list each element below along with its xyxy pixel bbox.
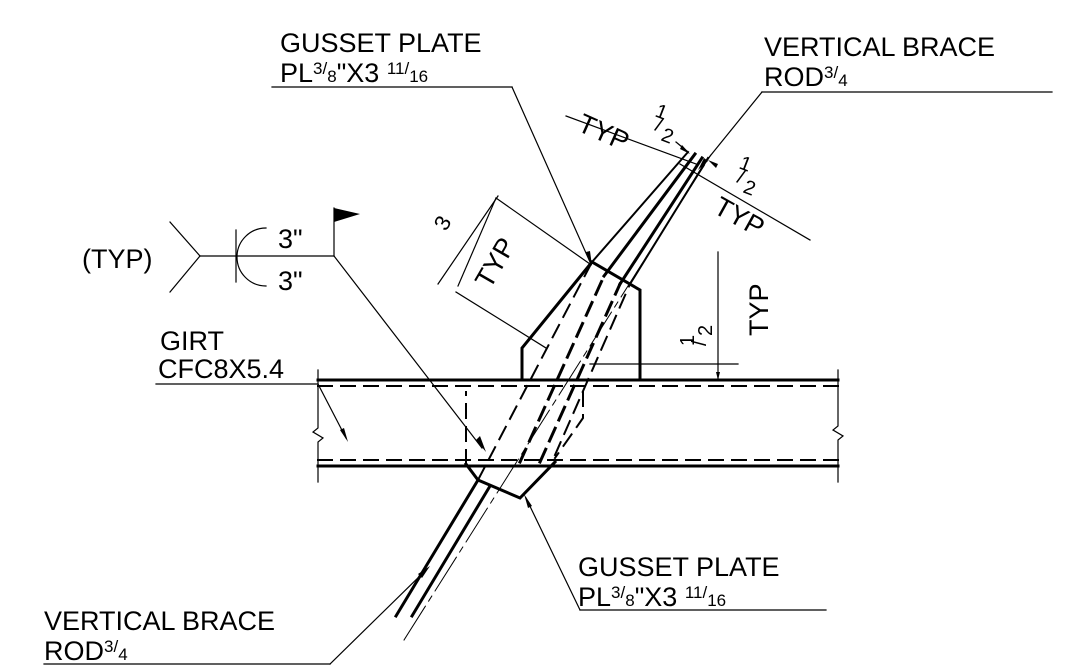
girt-line1: GIRT: [160, 326, 224, 356]
dim-girt-offset-den: 2: [695, 325, 717, 336]
label-gusset-bottom: GUSSET PLATE PL3/8"X3 11/16: [524, 494, 827, 612]
dim-weld-length: 3 TYP: [429, 195, 591, 349]
brace-rod: [393, 149, 715, 641]
brace-top-line1: VERTICAL BRACE: [764, 32, 995, 62]
brace-top-line2: ROD3/4: [764, 62, 848, 92]
girt-line2: CFC8X5.4: [158, 354, 284, 384]
dim-girt-offset-num: 1: [677, 335, 699, 346]
field-weld-flag-icon: [334, 208, 360, 222]
dim-girt-offset: 1 / 2 TYP: [589, 251, 774, 381]
girt-member: [311, 369, 845, 483]
weld-typ-note: (TYP): [82, 244, 153, 274]
dim-edge-right-den: 2: [740, 176, 758, 201]
dim-edge-left: 1 / 2 TYP: [565, 100, 697, 165]
gusset-plate-upper: [520, 260, 642, 382]
weld-symbol: (TYP) 3" 3": [82, 207, 486, 452]
dim-edge-right: 1 / 2 TYP: [679, 152, 811, 243]
girt-break-left: [311, 369, 325, 483]
label-brace-bottom: VERTICAL BRACE ROD3/4: [43, 566, 430, 666]
dim-edge-left-note: TYP: [574, 108, 634, 157]
brace-bottom-line2: ROD3/4: [44, 636, 128, 666]
dim-edge-right-note: TYP: [709, 191, 769, 243]
weld-size-top: 3": [278, 224, 303, 254]
gusset-bottom-line2: PL3/8"X3 11/16: [578, 582, 726, 612]
gusset-bottom-line1: GUSSET PLATE: [578, 552, 780, 582]
dim-girt-offset-note: TYP: [744, 283, 774, 336]
girt-break-right: [831, 369, 845, 483]
label-girt: GIRT CFC8X5.4: [155, 326, 348, 442]
dim-girt-offset-slash: /: [689, 340, 711, 346]
label-brace-top: VERTICAL BRACE ROD3/4: [698, 32, 1053, 170]
weld-size-bottom: 3": [278, 266, 303, 296]
gusset-top-line1: GUSSET PLATE: [280, 28, 482, 58]
dim-weld-length-value: 3: [429, 211, 457, 234]
label-gusset-top: GUSSET PLATE PL3/8"X3 11/16: [271, 28, 592, 266]
gusset-top-line2: PL3/8"X3 11/16: [280, 58, 428, 88]
dim-edge-left-den: 2: [658, 124, 676, 149]
brace-bottom-line1: VERTICAL BRACE: [44, 606, 275, 636]
